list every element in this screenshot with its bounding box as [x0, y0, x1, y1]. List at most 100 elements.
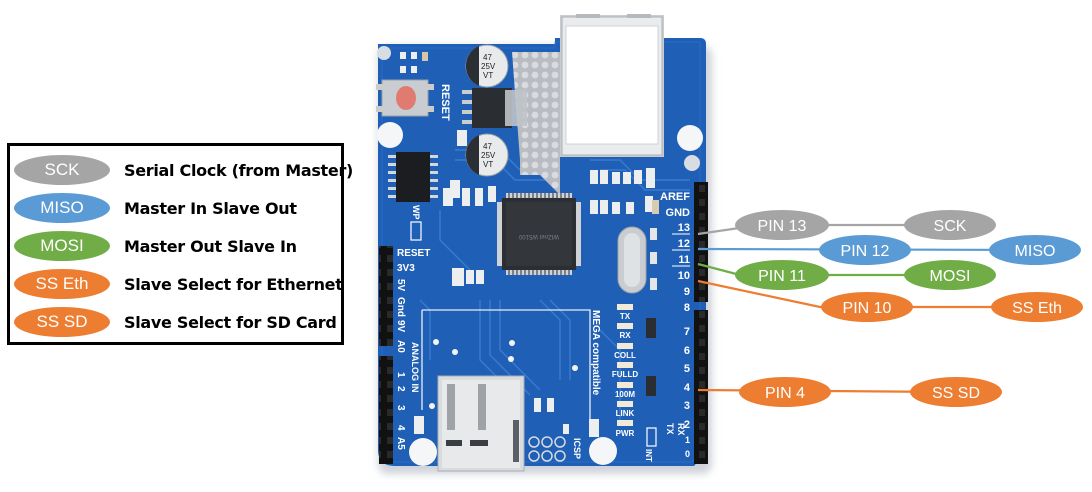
- pill-sssd-label: SS SD: [932, 385, 980, 402]
- mounting-hole: [377, 46, 391, 60]
- cap-text: VT: [483, 160, 493, 169]
- rj45-jack: [560, 14, 664, 157]
- silk-a3: 3: [395, 405, 406, 411]
- wp-silk-label: WP: [411, 205, 421, 220]
- smd-components: [400, 52, 655, 286]
- led-label-link: LINK: [616, 409, 635, 418]
- pill-pin4-label: PIN 4: [765, 385, 805, 402]
- voltage-regulator: [462, 88, 527, 128]
- silk-gnd-d: GND: [666, 207, 691, 219]
- digital-header-low: [694, 310, 708, 464]
- silk-reset: RESET: [397, 248, 430, 259]
- pill-pin13: [735, 210, 829, 240]
- silk-5v: 5V: [395, 279, 406, 292]
- legend-item-mosi: MOSI Master Out Slave In: [14, 231, 297, 261]
- silk-12: 12: [678, 238, 690, 250]
- mega-compatible-label: MEGA compatible: [590, 310, 601, 396]
- cap-text: 47: [483, 142, 492, 151]
- mounting-hole: [677, 125, 703, 151]
- legend-pill-miso: MISO: [14, 193, 110, 223]
- legend-item-miso: MISO Master In Slave Out: [14, 193, 297, 223]
- silk-a5: A5: [395, 437, 406, 450]
- line-pin10-sseth: [697, 279, 1035, 309]
- silk-9v: 9V: [395, 320, 406, 333]
- pill-pin10: [821, 292, 913, 322]
- chip-marking: WIZnet W5100: [518, 233, 559, 239]
- pill-pin4: [739, 377, 831, 407]
- pill-miso-label: MISO: [1015, 243, 1056, 260]
- legend-desc-sck: Serial Clock (from Master): [124, 160, 354, 180]
- silk-1: 1: [685, 435, 690, 445]
- legend-item-ss-eth: SS Eth Slave Select for Ethernet: [14, 269, 343, 299]
- sd-outline: [422, 309, 591, 420]
- pill-mosi: [904, 260, 996, 290]
- silk-13: 13: [678, 222, 690, 234]
- micro-sd-slot: [437, 375, 525, 472]
- pill-pin12-label: PIN 12: [841, 243, 890, 260]
- silk-10: 10: [678, 270, 690, 282]
- capacitor-1: 47 25V VT: [465, 44, 509, 88]
- legend-item-ss-sd: SS SD Slave Select for SD Card: [14, 307, 337, 337]
- silk-4: 4: [684, 382, 691, 394]
- silk-8: 8: [684, 302, 690, 314]
- legend-pill-sck: SCK: [14, 155, 110, 185]
- pill-pin11: [735, 260, 829, 290]
- pill-sseth-label: SS Eth: [1012, 300, 1062, 317]
- legend-desc-miso: Master In Slave Out: [124, 198, 297, 218]
- crystal: [617, 226, 647, 294]
- led-label-tx: TX: [620, 312, 631, 321]
- cap-text: 25V: [481, 62, 496, 71]
- mounting-hole: [409, 438, 437, 466]
- reset-silk-label: RESET: [439, 84, 451, 121]
- silk-a2: 2: [395, 386, 406, 392]
- status-leds: TX RX COLL FULLD 100M LINK PWR: [612, 304, 638, 438]
- mounting-hole: [589, 437, 617, 465]
- silk-11: 11: [678, 254, 690, 266]
- pill-pin11-label: PIN 11: [758, 268, 806, 285]
- power-header: [379, 246, 393, 346]
- silk-5: 5: [684, 363, 690, 375]
- digital-header-high: [694, 182, 708, 302]
- int-silk-label: INT: [644, 449, 653, 462]
- legend-pill-ss-eth: SS Eth: [14, 269, 110, 299]
- pill-sck-label: SCK: [934, 218, 967, 235]
- silk-tx: TX: [665, 423, 675, 435]
- connection-pills: PIN 13 SCK PIN 12 MISO PIN 11 MOSI PIN 1…: [735, 210, 1083, 407]
- silk-3v3: 3V3: [397, 263, 415, 274]
- silk-rx: RX: [676, 423, 686, 436]
- analog-header: [379, 356, 393, 464]
- cap-text: VT: [483, 71, 493, 80]
- legend-pill-ss-sd: SS SD: [14, 307, 110, 337]
- silk-a1: 1: [395, 372, 406, 378]
- heatsink-area: [512, 52, 560, 195]
- pill-sck: [904, 210, 996, 240]
- cap-text: 47: [483, 53, 492, 62]
- w5100-chip: WIZnet W5100: [497, 193, 581, 275]
- wp-jumper: WP: [410, 205, 422, 241]
- pill-pin13-label: PIN 13: [758, 218, 807, 235]
- silk-analog-in: ANALOG IN: [410, 342, 420, 393]
- pill-sssd: [910, 377, 1002, 407]
- silk-aref: AREF: [660, 191, 690, 203]
- silk-a4: 4: [395, 425, 406, 431]
- legend-desc-ss-eth: Slave Select for Ethernet: [124, 274, 343, 294]
- pill-pin12: [819, 235, 911, 265]
- legend-pill-mosi: MOSI: [14, 231, 110, 261]
- cap-text: 25V: [481, 151, 496, 160]
- pill-pin10-label: PIN 10: [843, 300, 892, 317]
- digital-header-labels: AREF GND 13 12 11 10 9 8 7 6 5 4 3 2 1 0: [660, 191, 691, 459]
- icsp-silk-label: ICSP: [572, 438, 582, 459]
- legend-item-sck: SCK Serial Clock (from Master): [14, 155, 353, 185]
- int-jumper: [646, 427, 657, 447]
- reset-button: [376, 79, 434, 117]
- legend-desc-mosi: Master Out Slave In: [124, 236, 297, 256]
- silk-gnd: Gnd: [395, 297, 406, 317]
- silk-0: 0: [685, 449, 690, 459]
- silk-9: 9: [684, 286, 690, 298]
- silk-2: 2: [684, 419, 690, 431]
- led-label-100m: 100M: [615, 390, 635, 399]
- pill-miso: [989, 235, 1081, 265]
- led-label-fulld: FULLD: [612, 370, 638, 379]
